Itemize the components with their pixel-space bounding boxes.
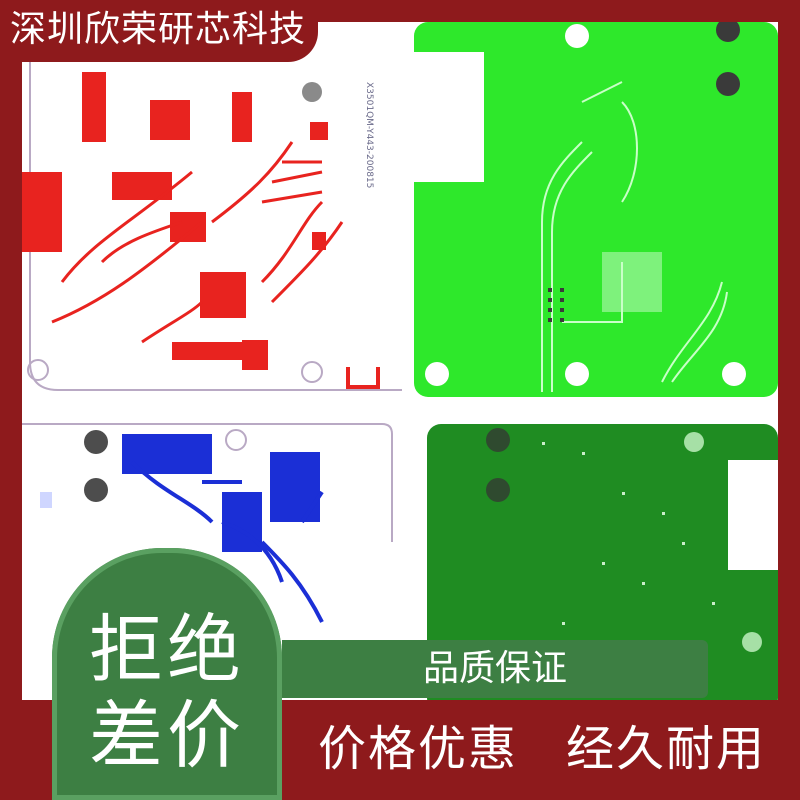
lime-pcb-layer [414, 22, 778, 397]
board-label: X3501QM-Y443-200815 [364, 82, 374, 188]
tagline-price: 价格优惠 [318, 721, 519, 777]
badge: 拒绝 差价 [52, 548, 282, 800]
blue-pcb-layer [22, 423, 393, 623]
badge-line-1: 拒绝 [89, 607, 245, 693]
company-name: 深圳欣荣研芯科技 [0, 0, 319, 62]
red-pcb-layer: X3501QM-Y443-200815 [22, 22, 402, 397]
badge-line-2: 差价 [89, 693, 245, 779]
quality-banner: 品质保证 [282, 640, 708, 698]
tagline-durable: 经久耐用 [566, 721, 767, 777]
